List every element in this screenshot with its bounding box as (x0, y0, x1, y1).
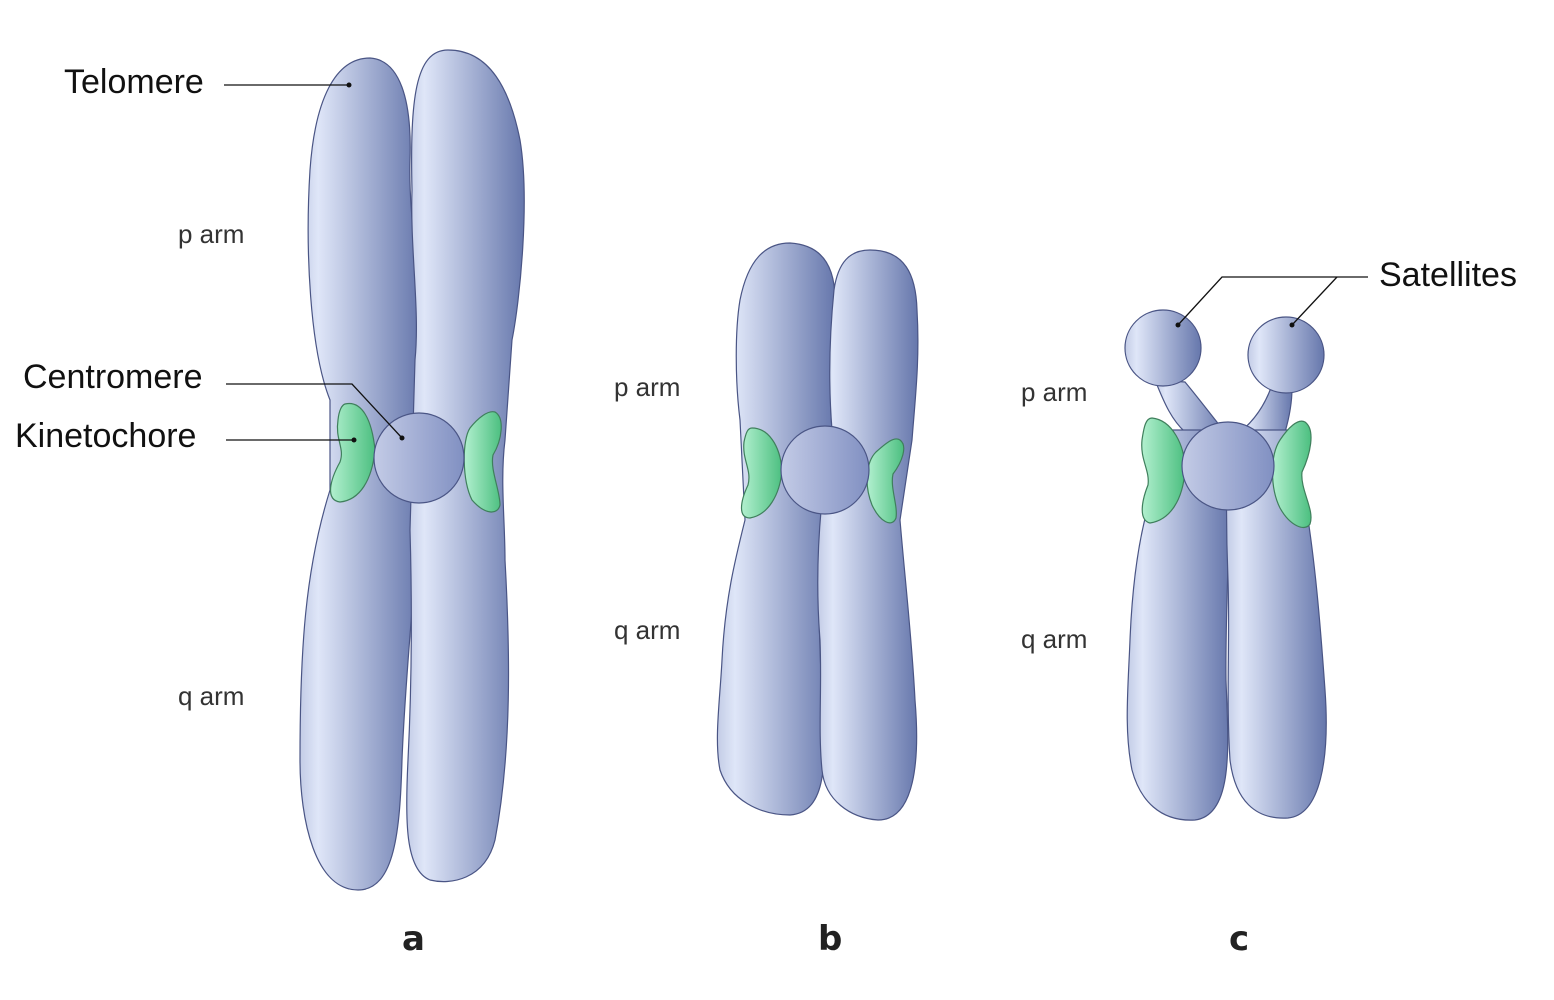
kinetochore-right (463, 411, 502, 513)
centromere (780, 425, 870, 515)
chromatid-right (817, 249, 919, 821)
chromatid-left (1126, 429, 1230, 821)
caption-b: b (818, 919, 842, 959)
p-arm-label-a: p arm (178, 219, 244, 249)
kinetochore-label: Kinetochore (15, 417, 196, 455)
chromatid-left (716, 242, 836, 816)
chromosome-a (299, 49, 525, 891)
satellite-right (1247, 316, 1325, 394)
q-arm-label-b: q arm (614, 615, 680, 645)
satellite-left (1124, 309, 1202, 387)
chromosome-b (716, 242, 919, 821)
telomere-label: Telomere (64, 63, 204, 101)
p-arm-label-b: p arm (614, 372, 680, 402)
leader-lines (224, 82, 1368, 443)
p-arm-label-c: p arm (1021, 377, 1087, 407)
q-arm-label-a: q arm (178, 681, 244, 711)
centromere (1181, 421, 1275, 511)
q-arm-label-c: q arm (1021, 624, 1087, 654)
centromere (373, 412, 465, 504)
kinetochore-left (330, 402, 376, 503)
kinetochore-right (1271, 420, 1312, 529)
chromosome-c (1124, 309, 1327, 821)
satellites-label: Satellites (1379, 256, 1517, 294)
kinetochore-right (866, 438, 905, 524)
centromere-label: Centromere (23, 358, 203, 396)
caption-c: c (1229, 919, 1249, 959)
caption-a: a (402, 919, 425, 959)
